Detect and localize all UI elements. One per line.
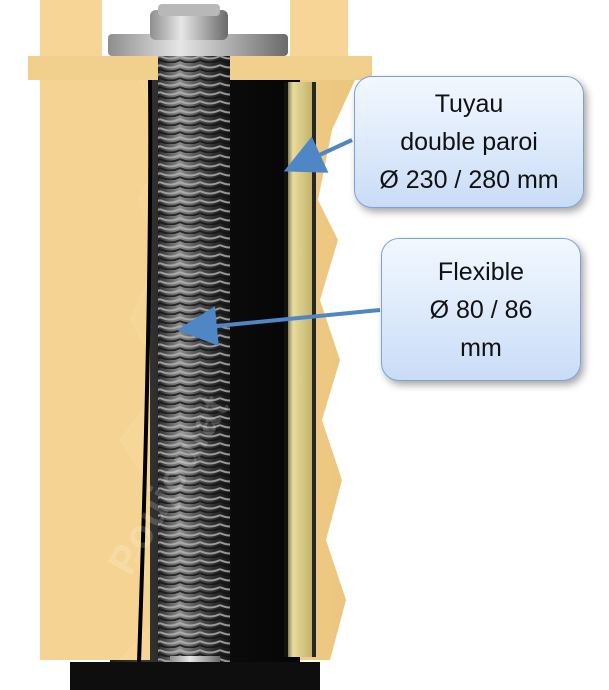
flexible-pipe — [158, 56, 230, 690]
callout-line: Ø 230 / 280 mm — [379, 166, 559, 194]
base-cap — [70, 662, 320, 690]
pipe-inner-wall — [284, 82, 316, 657]
callout-line: Tuyau — [434, 90, 504, 118]
callout-flexible-pipe: Flexible Ø 80 / 86 mm — [381, 238, 581, 381]
callout-line: mm — [460, 333, 502, 362]
callout-line: double paroi — [400, 128, 538, 156]
arrow-to-double-wall — [283, 136, 353, 173]
top-fitting — [40, 0, 348, 56]
arrow-to-flexible — [177, 306, 381, 346]
callout-line: Flexible — [437, 257, 525, 286]
callout-double-wall-pipe: Tuyau double paroi Ø 230 / 280 mm — [354, 76, 584, 208]
callout-line: Ø 80 / 86 — [429, 295, 533, 324]
